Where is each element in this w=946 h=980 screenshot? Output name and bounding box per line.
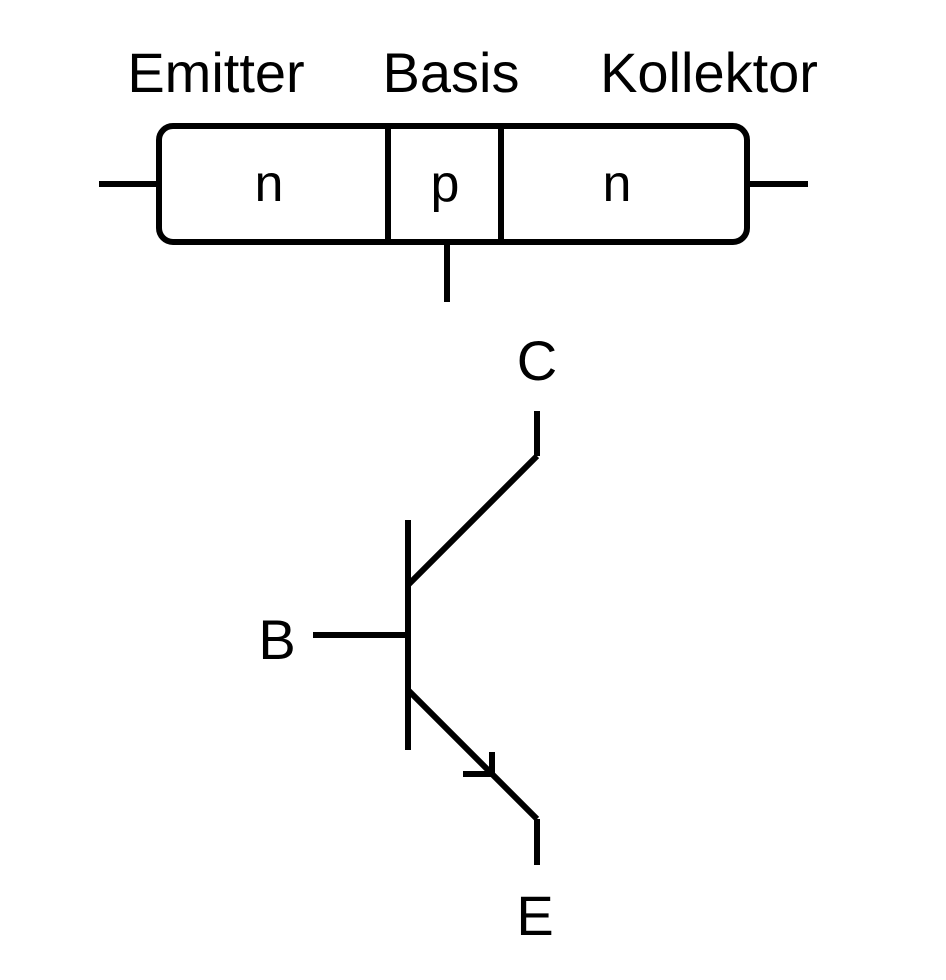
- emitter-arrow-icon: [463, 752, 495, 777]
- emitter-doping-label: n: [255, 155, 284, 213]
- emitter-diagonal: [405, 687, 540, 822]
- base-terminal-label: B: [258, 608, 295, 671]
- emitter-terminal-label: E: [516, 884, 553, 947]
- collector-terminal-label: C: [517, 329, 557, 392]
- collector-diagonal: [405, 453, 540, 588]
- collector-doping-label: n: [603, 155, 632, 213]
- base-region-label: Basis: [383, 41, 520, 104]
- semiconductor-block: [99, 123, 808, 302]
- emitter-region-label: Emitter: [127, 41, 304, 104]
- transistor-symbol: [313, 411, 540, 865]
- collector-region-label: Kollektor: [600, 41, 818, 104]
- base-doping-label: p: [431, 155, 460, 213]
